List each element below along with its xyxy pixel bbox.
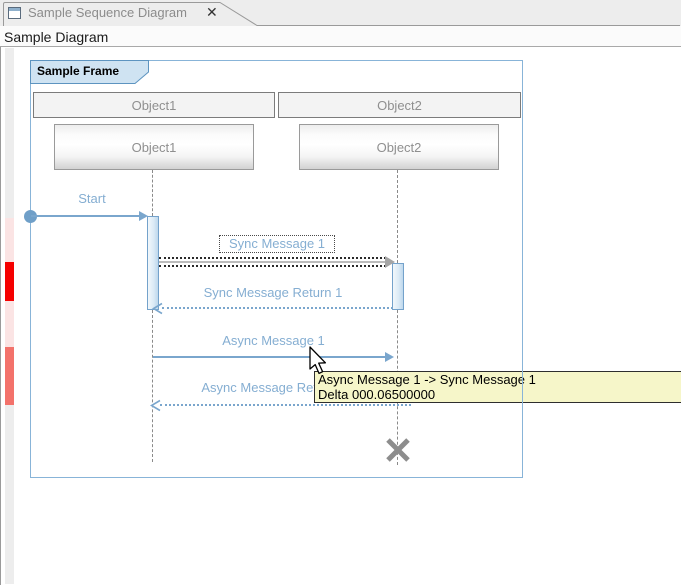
activation-bar-object1[interactable] [147, 216, 159, 310]
editor-tab-strip: Sample Sequence Diagram ✕ [0, 0, 681, 26]
message-line-async1[interactable] [153, 356, 386, 358]
arrowhead-async1 [385, 352, 394, 362]
frame-label-text: Sample Frame [37, 64, 120, 78]
arrowhead-async-return1 [150, 399, 161, 412]
lifeline-box-object2[interactable]: Object2 [299, 124, 499, 170]
arrowhead-start [139, 211, 148, 221]
time-marker-segment[interactable] [5, 262, 14, 301]
activation-bar-object2[interactable] [392, 263, 404, 310]
time-marker-segment[interactable] [5, 218, 14, 262]
message-line-sync1[interactable] [159, 261, 387, 263]
lifeline-header-object1[interactable]: Object1 [33, 92, 275, 118]
tooltip-line2: Delta 000.06500000 [318, 387, 436, 402]
editor-tab-title[interactable]: Sample Sequence Diagram [28, 5, 187, 20]
message-label-start[interactable]: Start [78, 191, 106, 206]
time-compression-bar[interactable] [5, 48, 14, 584]
message-line-start[interactable] [31, 215, 141, 217]
arrowhead-sync-return1 [152, 302, 163, 315]
mouse-cursor-icon [309, 346, 327, 375]
frame-border-overlay [522, 371, 523, 403]
tooltip-line1: Async Message 1 -> Sync Message 1 [318, 372, 536, 387]
lifeline-header-object2[interactable]: Object2 [278, 92, 521, 118]
tab-outline [3, 2, 680, 26]
arrowhead-sync1 [385, 256, 395, 268]
message-label-async1[interactable]: Async Message 1 [222, 333, 325, 348]
start-origin-dot [24, 210, 37, 223]
lifeline-box-object1[interactable]: Object1 [54, 124, 254, 170]
diagram-title: Sample Diagram [4, 29, 109, 45]
icon-titlebar [9, 8, 20, 11]
delta-tooltip: Async Message 1 -> Sync Message 1 Delta … [314, 371, 681, 403]
lifeline-object1[interactable] [152, 310, 153, 462]
lifeline-object2[interactable] [397, 170, 398, 263]
diagram-name-bar: Sample Diagram [0, 26, 681, 47]
selection-line-top [159, 257, 386, 259]
sequence-diagram-editor-icon [8, 7, 21, 19]
selection-line-bottom [159, 265, 386, 267]
message-label-async-return1[interactable]: Async Message Return 1 [201, 380, 347, 395]
time-marker-segment[interactable] [5, 301, 14, 347]
message-label-sync1[interactable]: Sync Message 1 [219, 235, 335, 253]
stop-symbol-icon[interactable] [384, 436, 412, 464]
message-line-sync-return1[interactable] [162, 307, 393, 309]
close-icon[interactable]: ✕ [206, 4, 218, 20]
lifeline-object1[interactable] [152, 170, 153, 216]
frame-label[interactable]: Sample Frame [30, 60, 150, 84]
diagram-canvas[interactable]: Sample Frame Object1 Object2 Object1 Obj… [0, 47, 681, 585]
sequence-frame: Sample Frame Object1 Object2 Object1 Obj… [30, 60, 523, 478]
frame-label-shape [30, 60, 149, 84]
message-label-sync-return1[interactable]: Sync Message Return 1 [203, 285, 343, 300]
time-marker-segment[interactable] [5, 347, 14, 405]
message-line-async-return1[interactable] [160, 404, 411, 406]
